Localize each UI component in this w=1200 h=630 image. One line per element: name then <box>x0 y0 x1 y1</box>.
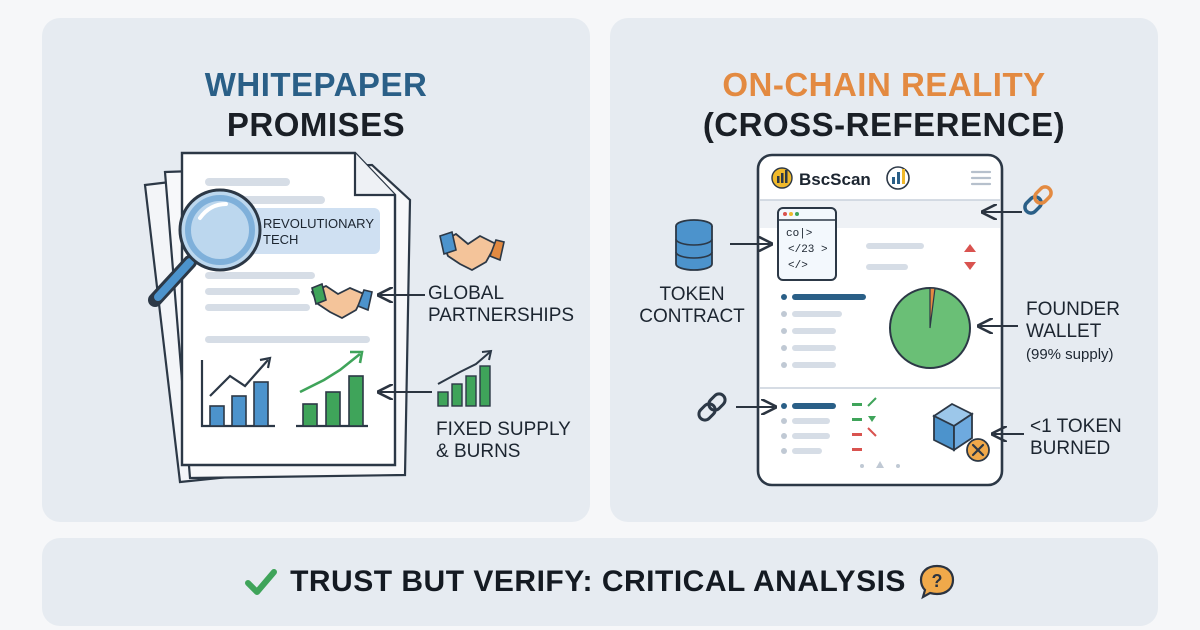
label-partnerships: GLOBAL PARTNERSHIPS <box>428 283 574 327</box>
label-burn-line2: BURNED <box>1030 437 1111 459</box>
label-contract-line1: TOKEN <box>659 284 725 305</box>
label-founder-line2: WALLET <box>1026 320 1102 342</box>
svg-text:?: ? <box>931 571 942 591</box>
label-founder: FOUNDER WALLET (99% supply) <box>1026 299 1120 363</box>
label-burn: <1 TOKEN BURNED <box>1030 416 1122 460</box>
promises-title: PROMISES <box>226 106 406 143</box>
onchain-title: ON-CHAIN REALITY <box>722 66 1046 103</box>
label-founder-line1: FOUNDER <box>1026 299 1120 320</box>
verify-text: TRUST BUT VERIFY: CRITICAL ANALYSIS <box>290 565 906 598</box>
label-founder-line3: (99% supply) <box>1026 345 1114 363</box>
label-supply: FIXED SUPPLY & BURNS <box>436 419 571 463</box>
label-supply-line2: & BURNS <box>436 440 521 462</box>
label-partnerships-line2: PARTNERSHIPS <box>428 304 575 326</box>
label-partnerships-line1: GLOBAL <box>428 283 505 304</box>
check-icon <box>245 569 278 595</box>
label-contract-line2: CONTRACT <box>639 305 745 327</box>
label-supply-line1: FIXED SUPPLY <box>436 419 571 440</box>
cross-reference-title: (CROSS-REFERENCE) <box>702 106 1066 143</box>
whitepaper-title: WHITEPAPER <box>204 66 428 103</box>
label-contract: TOKEN CONTRACT <box>638 284 746 328</box>
onchain-panel: ON-CHAIN REALITY (CROSS-REFERENCE) <box>610 18 1158 522</box>
label-burn-line1: <1 TOKEN <box>1030 416 1122 437</box>
verify-banner: TRUST BUT VERIFY: CRITICAL ANALYSIS ? <box>42 538 1158 626</box>
question-bubble-icon: ? <box>919 564 955 600</box>
